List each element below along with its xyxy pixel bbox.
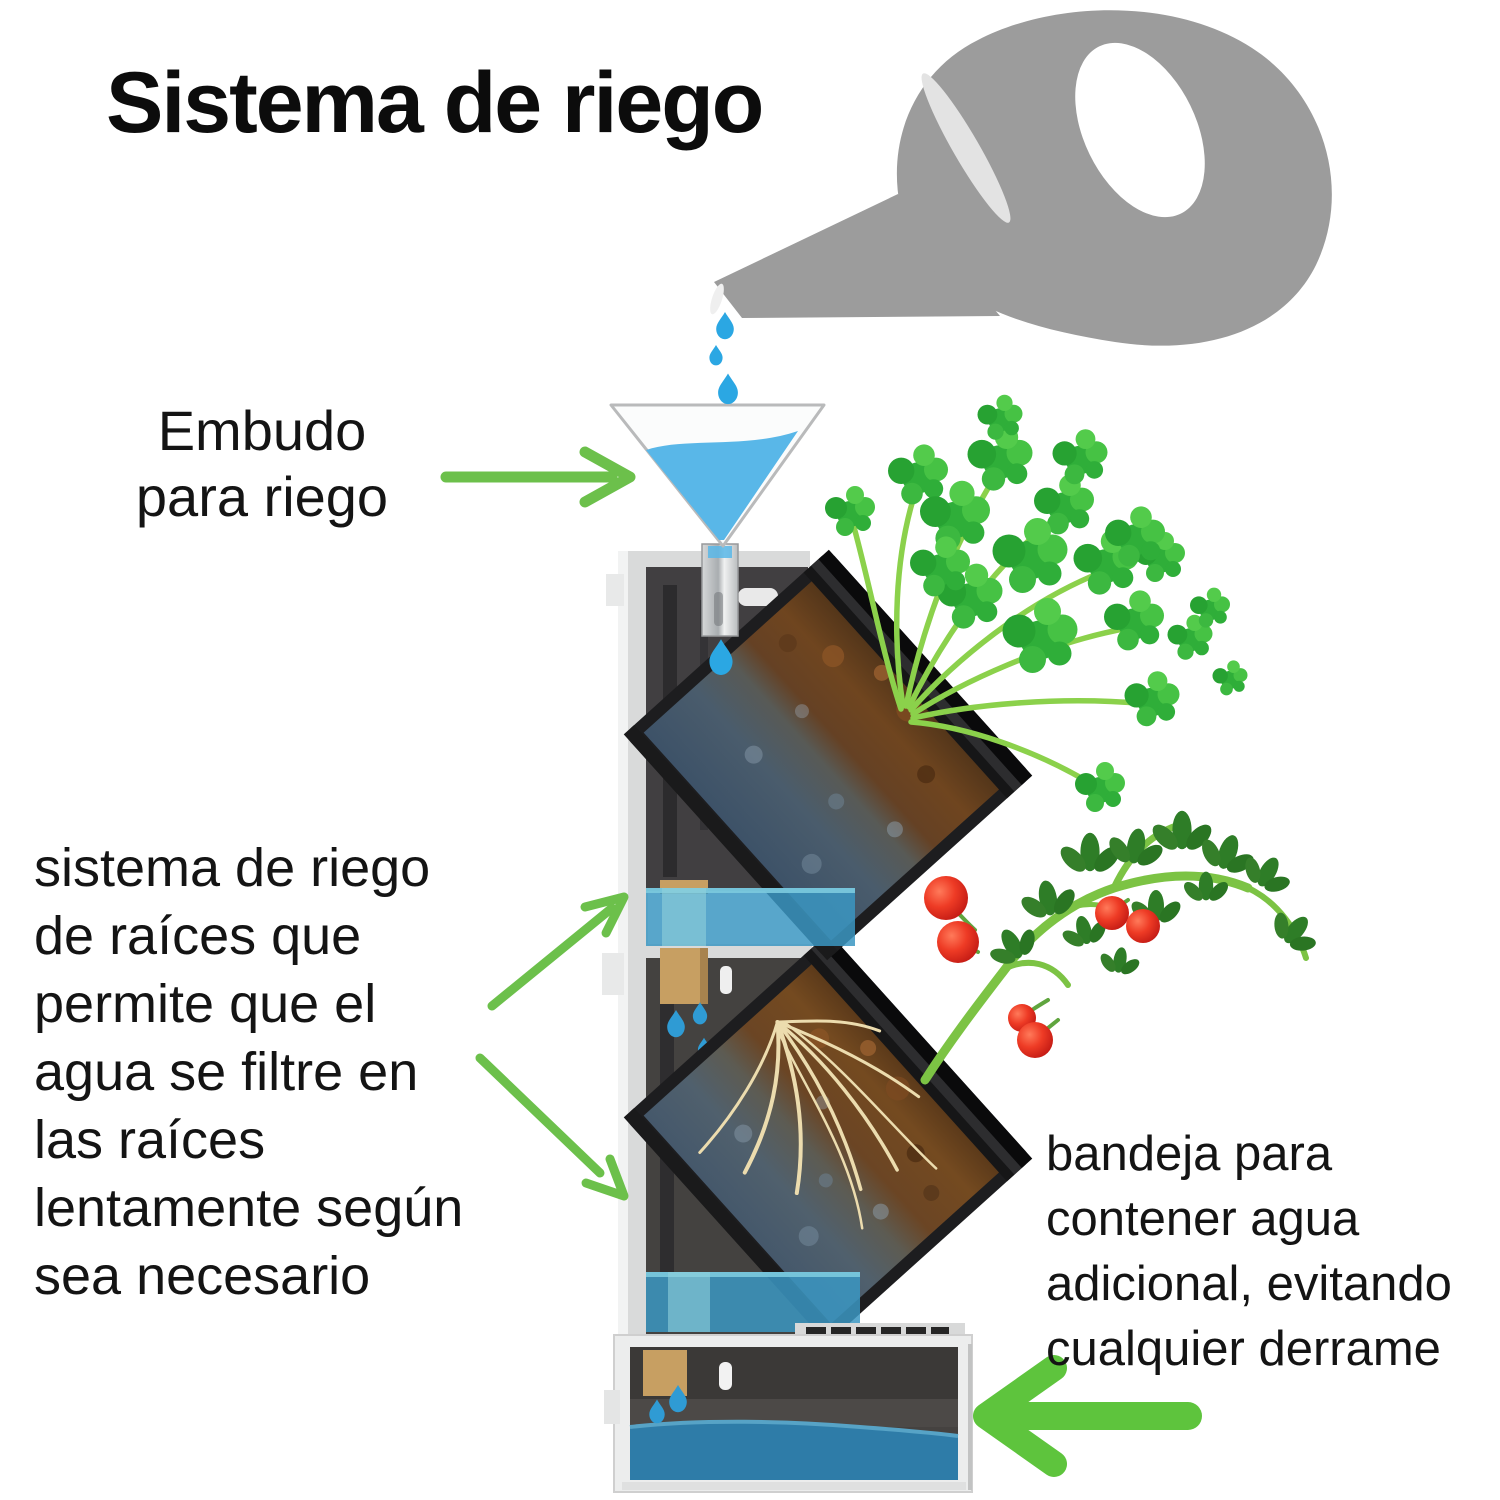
funnel-label-line: para riego [135, 465, 389, 528]
herb-plant-icon [825, 394, 1248, 812]
watering-can-icon [709, 10, 1332, 405]
water-drop-icon [718, 373, 738, 405]
tomato-fruit [937, 921, 979, 963]
root-system-label-line: agua se filtre en [34, 1042, 419, 1102]
water-drop-icon [716, 312, 734, 340]
funnel-water [646, 431, 798, 540]
root-system-label: sistema de riego de raíces que permite q… [34, 834, 463, 1310]
funnel-icon [609, 403, 826, 675]
tomato-fruit [1126, 909, 1160, 943]
tomato-fruit [1017, 1022, 1053, 1058]
green-arrow-icon [487, 892, 629, 1011]
plant-roots [698, 1019, 938, 1230]
tray-label-line: contener agua [1046, 1192, 1360, 1246]
root-system-label-line: lentamente según [34, 1178, 464, 1238]
tray-label-line: adicional, evitando [1046, 1257, 1452, 1311]
tray-label-line: cualquier derrame [1046, 1322, 1441, 1376]
green-arrow-icon [973, 1355, 1202, 1477]
green-arrow-icon [475, 1053, 629, 1201]
plant-pot-icon [623, 932, 1033, 1344]
tray-water [630, 1421, 958, 1480]
wick-sponge-icon [668, 1272, 710, 1332]
tomato-fruit [924, 876, 968, 920]
water-surface [646, 888, 855, 893]
root-system-label-line: sea necesario [34, 1246, 371, 1306]
wick-sponge-icon [662, 888, 706, 946]
water-drop-icon [709, 345, 723, 366]
root-system-label-line: de raíces que [34, 906, 362, 966]
page-title: Sistema de riego [106, 55, 764, 151]
tray-label: bandeja para contener agua adicional, ev… [1046, 1122, 1452, 1382]
tray-label-line: bandeja para [1046, 1127, 1333, 1181]
drip-tray-icon [604, 1323, 973, 1493]
green-arrow-icon [440, 446, 636, 508]
funnel-label-line: Embudo [157, 399, 367, 462]
tomato-plant-icon [920, 810, 1328, 1085]
root-system-label-line: las raíces [34, 1110, 266, 1170]
water-surface [646, 1272, 860, 1277]
root-system-label-line: sistema de riego [34, 838, 431, 898]
tomato-fruit [1095, 896, 1129, 930]
funnel-label: Embudo para riego [86, 398, 438, 530]
root-system-label-line: permite que el [34, 974, 377, 1034]
